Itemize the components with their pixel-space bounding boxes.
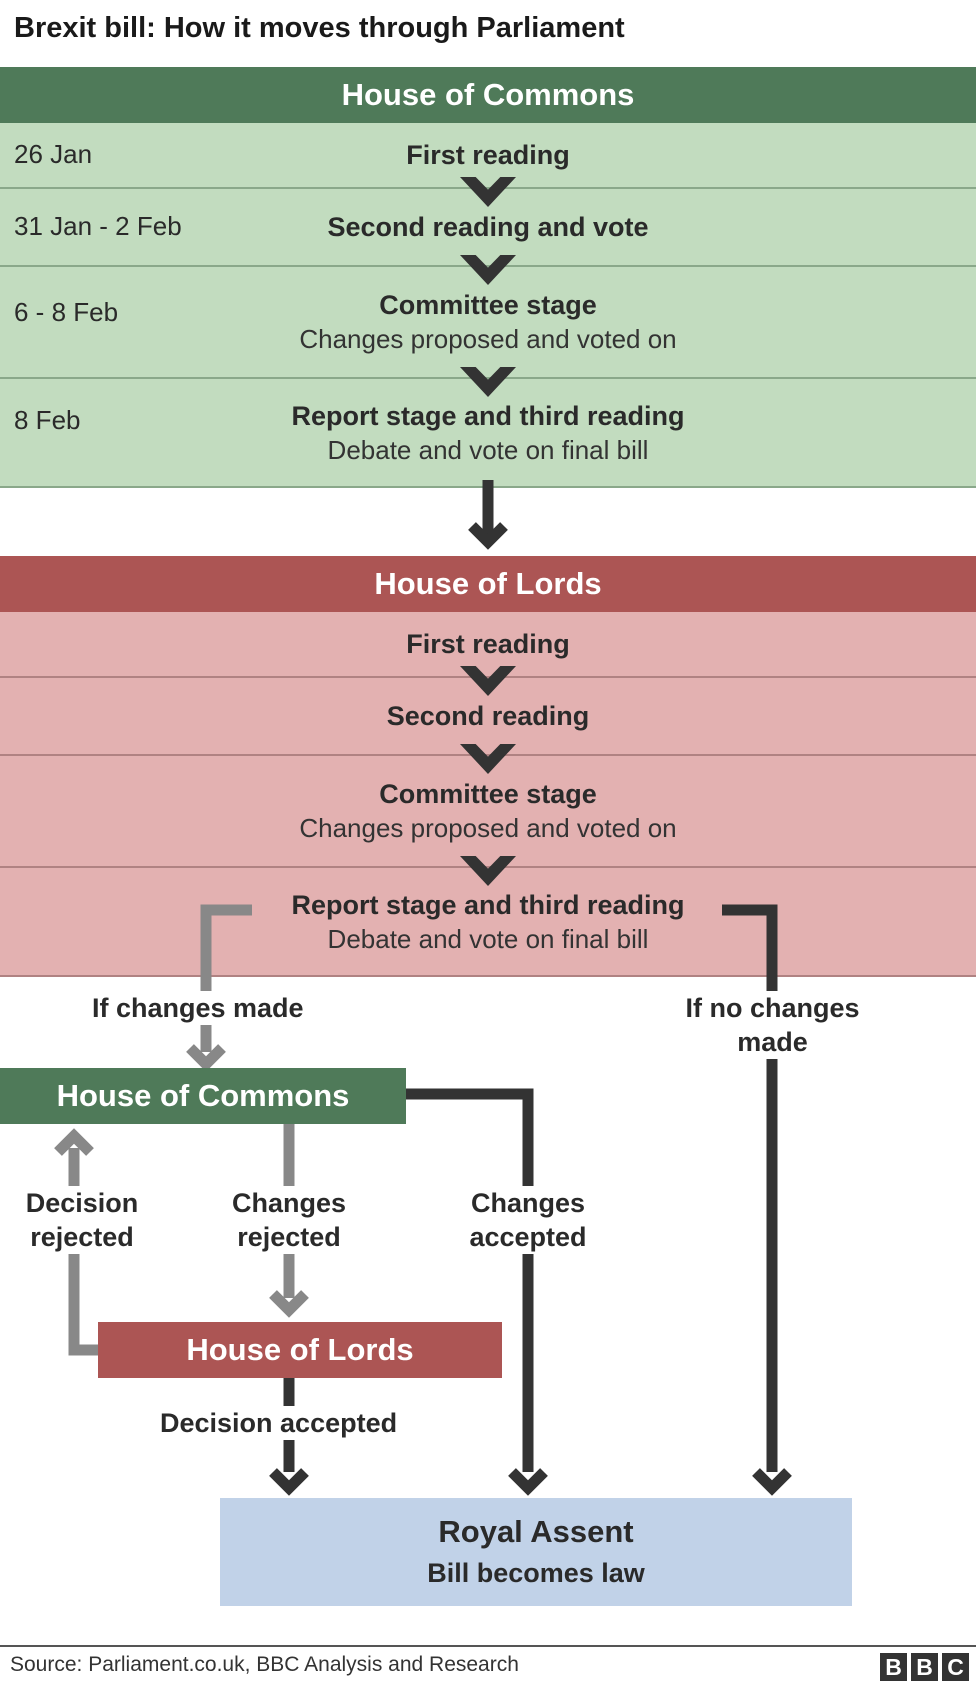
royal-assent-subtitle: Bill becomes law (427, 1558, 645, 1588)
label-line: accepted (469, 1222, 587, 1252)
source-text: Source: Parliament.co.uk, BBC Analysis a… (10, 1653, 519, 1676)
stage-name: Committee stage (379, 779, 597, 809)
lords-stage-1: First reading (0, 612, 976, 676)
arrow-no-changes (722, 904, 778, 1472)
stage-date: 8 Feb (14, 405, 81, 435)
label-line: rejected (237, 1222, 341, 1252)
stage-name: Second reading (386, 701, 590, 731)
section-divider (0, 975, 976, 977)
stage-date: 6 - 8 Feb (14, 297, 119, 327)
bbc-logo: B B C (880, 1653, 969, 1681)
footer-divider (0, 1645, 976, 1647)
arrowhead-down-icon (186, 1044, 226, 1072)
arrow-changes-accepted (406, 1088, 534, 1472)
commons-return-box: House of Commons (0, 1068, 406, 1124)
stage-name: First reading (406, 140, 570, 170)
arrow-if-changes (200, 904, 252, 1052)
logo-letter: B (911, 1653, 938, 1681)
label-decision-rejected: Decision rejected (14, 1186, 150, 1254)
arrowhead-down-icon (269, 1468, 309, 1496)
stage-detail: Debate and vote on final bill (327, 435, 649, 465)
arrowhead-up-icon (54, 1128, 94, 1156)
lords-return-box: House of Lords (98, 1322, 502, 1378)
commons-stage-2: 31 Jan - 2 Feb Second reading and vote (0, 187, 976, 265)
label-line: Changes (470, 1188, 586, 1218)
label-changes-rejected: Changes rejected (220, 1186, 358, 1254)
stage-name: Second reading and vote (327, 212, 649, 242)
label-line: made (737, 1027, 808, 1057)
arrowhead-down-icon (508, 1468, 548, 1496)
arrowhead-down-icon (269, 1290, 309, 1318)
logo-letter: C (942, 1653, 969, 1681)
stage-detail: Debate and vote on final bill (327, 924, 649, 954)
label-if-changes-made: If changes made (92, 991, 304, 1025)
lords-header: House of Lords (0, 556, 976, 612)
royal-assent-box: Royal Assent Bill becomes law (220, 1498, 852, 1606)
stage-detail: Changes proposed and voted on (299, 324, 677, 354)
label-line: rejected (30, 1222, 134, 1252)
stage-detail: Changes proposed and voted on (299, 813, 677, 843)
stage-name: Report stage and third reading (291, 401, 685, 431)
arrowhead-down-icon (468, 522, 508, 550)
arrowhead-down-icon (752, 1468, 792, 1496)
label-line: Decision (25, 1188, 139, 1218)
stage-name: Committee stage (379, 290, 597, 320)
label-changes-accepted: Changes accepted (458, 1186, 598, 1254)
stage-date: 26 Jan (14, 139, 93, 169)
stage-name: First reading (406, 629, 570, 659)
commons-stage-1: 26 Jan First reading (0, 123, 976, 187)
commons-header: House of Commons (0, 67, 976, 123)
label-line: If no changes (685, 993, 860, 1023)
royal-assent-title: Royal Assent (438, 1514, 634, 1549)
label-decision-accepted: Decision accepted (160, 1406, 398, 1440)
label-line: Changes (231, 1188, 347, 1218)
label-if-no-changes: If no changes made (670, 991, 875, 1059)
stage-date: 31 Jan - 2 Feb (14, 211, 182, 241)
logo-letter: B (880, 1653, 907, 1681)
stage-name: Report stage and third reading (291, 890, 685, 920)
page-title: Brexit bill: How it moves through Parlia… (14, 12, 625, 44)
